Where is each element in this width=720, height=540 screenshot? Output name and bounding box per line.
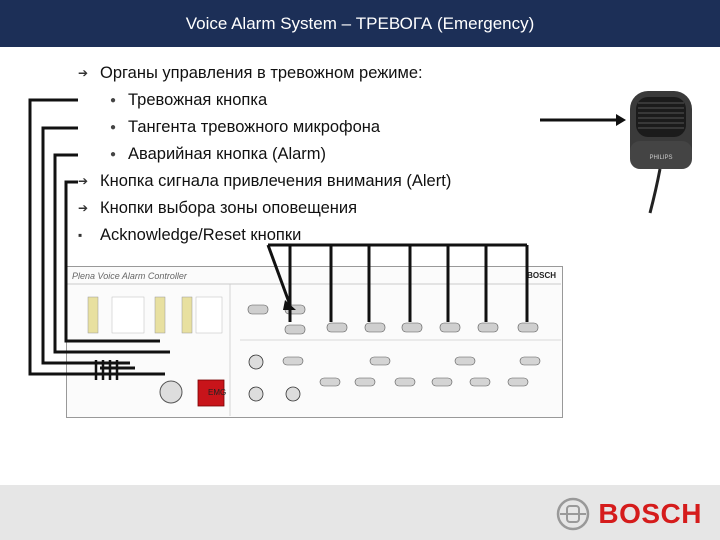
sub-bullet-text: Аварийная кнопка (Alarm) bbox=[128, 145, 327, 163]
dot-bullet-icon: ● bbox=[110, 95, 117, 106]
footer-brand: BOSCH bbox=[598, 498, 702, 529]
fault-led-column bbox=[87, 296, 223, 334]
bullet-ack-text: Acknowledge/Reset кнопки bbox=[100, 226, 302, 244]
sub-bullet-alarm-button: ● Тревожная кнопка bbox=[78, 87, 538, 114]
bullet-ack: ▪ Acknowledge/Reset кнопки bbox=[78, 222, 538, 249]
dot-bullet-icon: ● bbox=[110, 122, 117, 133]
volume-knobs bbox=[248, 354, 301, 402]
slide-title-bar: Voice Alarm System – ТРЕВОГА (Emergency) bbox=[0, 0, 720, 47]
slide-title: Voice Alarm System – ТРЕВОГА (Emergency) bbox=[185, 13, 535, 33]
microphone-image: PHILIPS bbox=[630, 91, 692, 214]
dot-bullet-icon: ● bbox=[110, 149, 117, 160]
bullet-alert-text: Кнопка сигнала привлечения внимания (Ale… bbox=[100, 172, 452, 190]
square-bullet-icon: ▪ bbox=[78, 228, 83, 242]
arrow-heads bbox=[283, 114, 626, 310]
bosch-armature-icon bbox=[557, 497, 590, 531]
arrow-bullet-icon: ➔ bbox=[78, 66, 89, 80]
sub-bullet-emergency: ● Аварийная кнопка (Alarm) bbox=[78, 141, 538, 168]
sub-bullet-text: Тангента тревожного микрофона bbox=[128, 118, 381, 136]
footer-bar bbox=[0, 485, 720, 540]
panel-brand-logo: BOSCH bbox=[527, 271, 556, 280]
bullet-controls-text: Органы управления в тревожном режиме: bbox=[100, 64, 423, 82]
arrow-bullet-icon: ➔ bbox=[78, 201, 89, 215]
bullet-alert: ➔ Кнопка сигнала привлечения внимания (A… bbox=[78, 168, 538, 195]
panel-title: Plena Voice Alarm Controller bbox=[72, 271, 187, 281]
alarm-button-shape bbox=[159, 380, 183, 404]
emg-label: EMG bbox=[208, 388, 227, 397]
bullet-list: ➔ Органы управления в тревожном режиме: … bbox=[78, 60, 538, 249]
sub-bullet-text: Тревожная кнопка bbox=[128, 91, 268, 109]
svg-text:PHILIPS: PHILIPS bbox=[649, 155, 672, 161]
arrow-bullet-icon: ➔ bbox=[78, 174, 89, 188]
bullet-controls: ➔ Органы управления в тревожном режиме: bbox=[78, 60, 538, 87]
sub-bullet-microphone: ● Тангента тревожного микрофона bbox=[78, 114, 538, 141]
emergency-button-shape bbox=[197, 379, 225, 407]
alert-keypad-lines bbox=[94, 360, 119, 380]
pointer-lines bbox=[28, 98, 616, 376]
selector-buttons bbox=[282, 356, 541, 387]
bullet-zones: ➔ Кнопки выбора зоны оповещения bbox=[78, 195, 538, 222]
bullet-zones-text: Кнопки выбора зоны оповещения bbox=[100, 199, 358, 217]
footer-logo: BOSCH bbox=[556, 497, 702, 531]
